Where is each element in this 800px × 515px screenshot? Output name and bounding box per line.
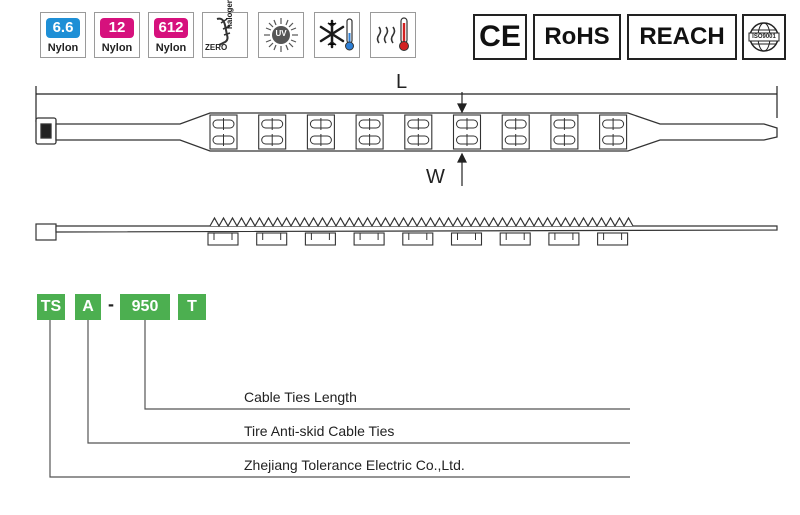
reach-mark: REACH [627,14,737,60]
iso-label: ISO9001 [752,34,776,40]
side-block [256,232,288,246]
badge-number: 612 [154,18,188,38]
zero-label: ZERO [205,43,228,52]
code-connector-lines [49,320,630,478]
badge-label: Nylon [101,42,133,54]
zero-halogen-icon: ZERO halogen [202,0,248,58]
anti-skid-blocks-top [209,114,628,150]
rohs-mark: RoHS [533,14,621,60]
badge-number: 6.6 [46,18,80,38]
uv-label: UV [275,29,287,38]
cold-resistant-icon [314,12,360,58]
side-block [353,232,385,246]
code-series: TS [37,294,65,320]
length-label: L [396,71,408,93]
tie-side-view [35,216,778,241]
side-block [548,232,580,246]
badge-label: Nylon [155,42,187,54]
material-badge-nylon66: 6.6 Nylon [40,12,86,58]
width-label: W [426,166,445,188]
side-block [207,232,239,246]
width-dimension [457,92,467,186]
code-suffix: T [178,294,206,320]
code-separator: - [108,294,114,314]
side-block [450,232,483,246]
side-block [402,232,434,246]
desc-length: Cable Ties Length [244,389,357,405]
tie-head-top [35,117,57,145]
length-dimension [35,86,778,122]
badge-number: 12 [100,18,134,38]
side-block [499,232,531,246]
code-type: A [75,294,101,320]
heat-resistant-icon [370,12,416,58]
side-block [597,232,629,246]
side-block [304,232,336,246]
anti-skid-blocks-side [207,232,629,246]
material-badge-nylon612: 612 Nylon [148,12,194,58]
uv-resistant-icon: UV [258,12,304,58]
desc-manufacturer: Zhejiang Tolerance Electric Co.,Ltd. [244,457,465,473]
material-badge-nylon12: 12 Nylon [94,12,140,58]
badge-label: Nylon [47,42,79,54]
desc-type: Tire Anti-skid Cable Ties [244,423,395,439]
iso-globe-icon: ISO9001 [742,14,786,60]
ce-mark: CE [473,14,527,60]
code-length: 950 [120,294,170,320]
